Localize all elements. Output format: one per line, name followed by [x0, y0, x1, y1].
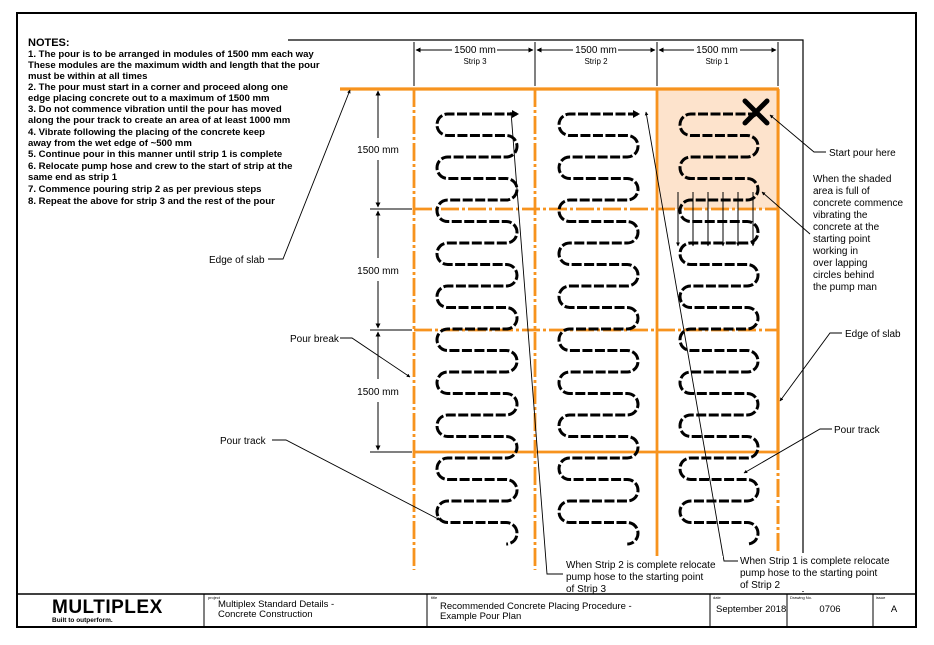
leader-lines: [268, 89, 842, 575]
note-line: away from the wet edge of ~500 mm: [28, 138, 192, 149]
module-grid: [340, 87, 780, 570]
svg-text:starting point: starting point: [813, 234, 870, 245]
start-pour-label: Start pour here: [829, 148, 896, 159]
project-tag: project: [208, 595, 221, 600]
note-line: must be within at all times: [28, 71, 147, 82]
date-tag: date: [713, 595, 722, 600]
pour-track-path-strip-3: [435, 112, 519, 546]
svg-text:concrete commence: concrete commence: [813, 198, 903, 209]
row1-dimension: 1500 mm: [357, 145, 399, 156]
svg-text:of Strip 2: of Strip 2: [740, 580, 780, 591]
track-start-arrow-icon: [633, 110, 640, 118]
edge-of-slab-right-label: Edge of slab: [845, 329, 901, 340]
project-line-1: Multiplex Standard Details -: [218, 599, 334, 610]
slab-outline: [288, 39, 804, 592]
note-line: 4. Vibrate following the placing of the …: [28, 127, 265, 138]
track-start-arrow-icon: [512, 110, 519, 118]
pour-tracks: [435, 110, 760, 546]
edge-of-slab-left-label: Edge of slab: [209, 255, 265, 266]
svg-text:circles behind: circles behind: [813, 270, 874, 281]
svg-text:pump hose to the starting poin: pump hose to the starting point: [740, 568, 878, 579]
note-line: 7. Commence pouring strip 2 as per previ…: [28, 184, 262, 195]
notes-title: NOTES:: [28, 37, 70, 49]
note-line: These modules are the maximum width and …: [28, 60, 320, 71]
strip1-dimension: 1500 mm: [696, 45, 738, 56]
svg-text:concrete at the: concrete at the: [813, 222, 880, 233]
note-line: 2. The pour must start in a corner and p…: [28, 82, 288, 93]
logo-tagline: Built to outperform.: [52, 617, 113, 624]
issue-value: A: [891, 604, 898, 615]
row2-dimension: 1500 mm: [357, 266, 399, 277]
strip3-dimension: 1500 mm: [454, 45, 496, 56]
svg-text:area is full of: area is full of: [813, 186, 870, 197]
note-line: 6. Relocate pump hose and crew to the st…: [28, 161, 292, 172]
pour-break-label: Pour break: [290, 334, 340, 345]
multiplex-logo: MULTIPLEX: [52, 597, 163, 618]
svg-text:pump hose to the starting poin: pump hose to the starting point: [566, 572, 704, 583]
title-line-1: Recommended Concrete Placing Procedure -: [440, 601, 632, 612]
drawing-no-tag: Drawing No.: [790, 595, 812, 600]
note-line: 1. The pour is to be arranged in modules…: [28, 49, 314, 60]
svg-text:over lapping: over lapping: [813, 258, 867, 269]
start-x-icon: [742, 98, 770, 126]
svg-text:When Strip 2 is complete reloc: When Strip 2 is complete relocate: [566, 560, 716, 571]
title-line-2: Example Pour Plan: [440, 611, 521, 622]
shaded-note: When the shaded area is full of concrete…: [812, 174, 903, 293]
strip2-label: Strip 2: [584, 57, 608, 66]
svg-text:the pump man: the pump man: [813, 282, 877, 293]
note-line: 5. Continue pour in this manner until st…: [28, 149, 282, 160]
note-line: 8. Repeat the above for strip 3 and the …: [28, 196, 275, 207]
drawing-no-value: 0706: [819, 604, 840, 615]
svg-text:working in: working in: [812, 246, 858, 257]
note-line: 3. Do not commence vibration until the p…: [28, 104, 282, 115]
pour-track-path-strip-2: [557, 112, 640, 546]
svg-text:When Strip 1 is complete reloc: When Strip 1 is complete relocate: [740, 556, 890, 567]
issue-tag: issue: [876, 595, 886, 600]
strip2-note: When Strip 2 is complete relocate pump h…: [563, 556, 723, 595]
drawing-border: [16, 12, 917, 628]
strip2-dimension: 1500 mm: [575, 45, 617, 56]
strip3-label: Strip 3: [463, 57, 487, 66]
svg-text:of Strip 3: of Strip 3: [566, 584, 606, 595]
strip1-label: Strip 1: [705, 57, 729, 66]
title-block: MULTIPLEX Built to outperform. project M…: [17, 593, 916, 627]
note-line: same end as strip 1: [28, 172, 118, 183]
pour-track-path-strip-1: [678, 112, 760, 546]
svg-text:vibrating the: vibrating the: [813, 210, 868, 221]
pour-track-right-label: Pour track: [834, 425, 881, 436]
pour-track-left-label: Pour track: [220, 436, 267, 447]
note-line: along the pour track to create an area o…: [28, 115, 290, 126]
note-line: edge placing concrete out to a maximum o…: [28, 93, 270, 104]
strip-dimensions: [413, 42, 779, 86]
strip1-note: When Strip 1 is complete relocate pump h…: [738, 553, 898, 591]
svg-text:When the shaded: When the shaded: [813, 174, 891, 185]
project-line-2: Concrete Construction: [218, 609, 313, 620]
title-tag: title: [431, 595, 438, 600]
notes: 1. The pour is to be arranged in modules…: [28, 49, 320, 207]
date-value: September 2018: [716, 604, 786, 615]
vibration-arrows: [676, 192, 755, 247]
row3-dimension: 1500 mm: [357, 387, 399, 398]
